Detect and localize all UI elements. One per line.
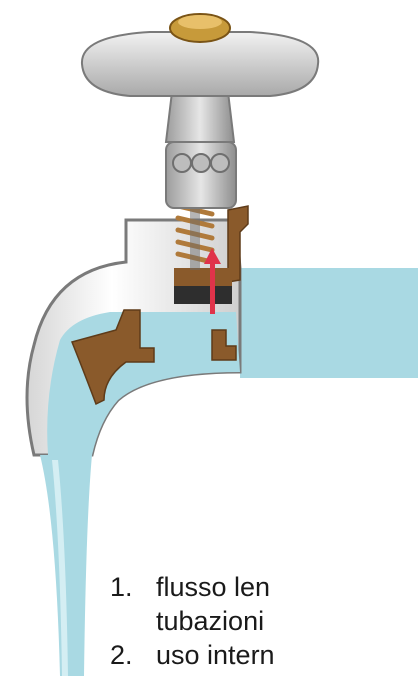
spout-water bbox=[47, 312, 240, 455]
handle-cap-top bbox=[178, 15, 222, 29]
caption-item-1-number: 1. bbox=[110, 570, 133, 604]
caption-item-2-line1: uso intern bbox=[156, 638, 418, 672]
caption-item-1: 1. flusso len tubazioni bbox=[110, 570, 418, 638]
bonnet-knurl bbox=[173, 154, 229, 172]
bonnet bbox=[166, 142, 236, 208]
valve-washer bbox=[174, 268, 232, 286]
caption-item-2: 2. uso intern bbox=[110, 638, 418, 672]
supply-pipe-water bbox=[240, 268, 418, 378]
caption-item-2-number: 2. bbox=[110, 638, 133, 672]
caption-list: 1. flusso len tubazioni 2. uso intern bbox=[110, 570, 418, 672]
caption-item-1-line2: tubazioni bbox=[156, 604, 418, 638]
handle-neck bbox=[166, 92, 234, 142]
valve-washer-rubber bbox=[174, 286, 232, 304]
caption-item-1-line1: flusso len bbox=[156, 570, 418, 604]
